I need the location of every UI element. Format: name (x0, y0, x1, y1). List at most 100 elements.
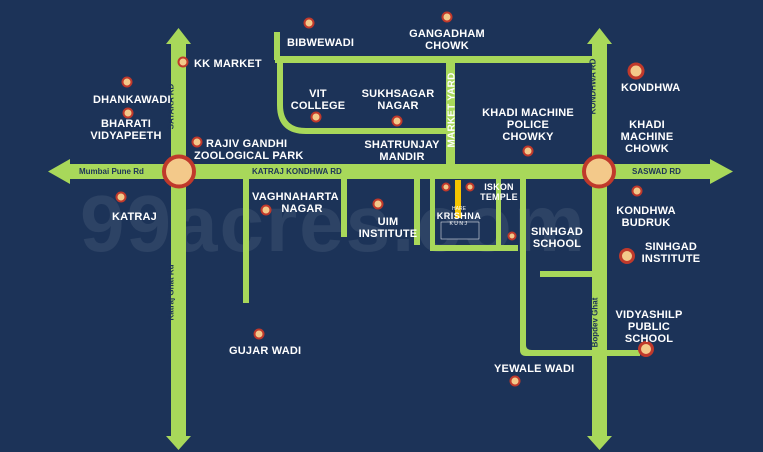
road-arrow-south-right (587, 436, 612, 450)
marker-dhankawadi (121, 76, 133, 88)
label-shatrunjay: SHATRUNJAY MANDIR (362, 139, 442, 163)
label-khadi-police: KHADI MACHINE POLICE CHOWKY (480, 107, 576, 143)
marker-gujar-wadi (253, 328, 265, 340)
label-vidyashilp: VIDYASHILP PUBLIC SCHOOL (609, 309, 689, 345)
label-sinhgad-school-line1: SINHGAD (530, 226, 584, 238)
label-gangadham: GANGADHAM CHOWK (404, 28, 490, 52)
road-label-katraj-kondhwa: KATRAJ KONDHWA RD (252, 167, 342, 176)
junction-kondhwa (582, 154, 616, 189)
marker-rajiv-gandhi (191, 136, 203, 148)
label-vidyashilp-line3: SCHOOL (624, 333, 674, 345)
marker-lane (441, 182, 451, 192)
label-gujar-wadi: GUJAR WADI (229, 345, 302, 357)
project-marker (440, 180, 480, 240)
project-logo: HARE KRISHNA KUNJ (436, 206, 482, 227)
marker-sukhsagar (391, 115, 403, 127)
label-khadi-chowk: KHADI MACHINE CHOWK (612, 119, 682, 155)
vit-college-road (277, 60, 446, 134)
marker-yewale-wadi (509, 375, 521, 387)
lane-2 (430, 179, 435, 251)
label-kk-market: KK MARKET (194, 58, 262, 70)
label-vaghnaharta-line1: VAGHNAHARTA (252, 191, 339, 203)
label-uim-line1: UIM (377, 216, 399, 228)
label-rajiv-line1: RAJIV GANDHI (206, 138, 288, 150)
road-arrow-north-right (587, 28, 612, 44)
market-yard-road (446, 60, 455, 164)
road-arrow-north-left (166, 28, 191, 44)
label-iskon-line2: TEMPLE (480, 192, 518, 202)
marker-uim (372, 198, 384, 210)
road-arrow-south-left (166, 436, 191, 450)
marker-iskon (465, 182, 475, 192)
road-arrow-west (48, 159, 70, 184)
label-vit: VIT COLLEGE (290, 88, 346, 112)
label-vaghnaharta-line2: NAGAR (281, 203, 323, 215)
label-sukhsagar-line2: NAGAR (377, 100, 419, 112)
label-khadi-chowk-line1: KHADI (629, 119, 665, 131)
marker-sinhgad-school (507, 231, 517, 241)
label-gangadham-line1: GANGADHAM (409, 28, 485, 40)
label-shatrunjay-line1: SHATRUNJAY (364, 139, 440, 151)
satara-katraj-ghat-road (171, 42, 186, 436)
label-vit-line2: COLLEGE (290, 100, 346, 112)
label-vaghnaharta: VAGHNAHARTA NAGAR (252, 191, 339, 215)
label-vit-line1: VIT (309, 88, 327, 100)
marker-khadi-police (522, 145, 534, 157)
label-khadi-chowk-line3: CHOWK (625, 143, 669, 155)
label-sinhgad-institute-line2: INSTITUTE (641, 253, 701, 265)
label-kondhwa-budruk-line1: KONDHWA (616, 205, 676, 217)
label-uim: UIM INSTITUTE (352, 216, 424, 240)
label-iskon-line1: ISKON (484, 182, 514, 192)
road-label-katraj-ghat: Katraj Ghat Rd (166, 264, 176, 321)
label-kondhwa: KONDHWA (621, 82, 681, 94)
label-vidyashilp-line2: PUBLIC (627, 321, 671, 333)
junctions (162, 154, 616, 189)
junction-katraj (162, 154, 196, 189)
label-bharati-line1: BHARATI (100, 118, 152, 130)
marker-vidyashilp (638, 341, 654, 357)
label-kondhwa-budruk: KONDHWA BUDRUK (611, 205, 681, 229)
lane-1 (414, 179, 420, 245)
label-sinhgad-school-line2: SCHOOL (532, 238, 582, 250)
label-shatrunjay-line2: MANDIR (379, 151, 425, 163)
marker-bharati (122, 107, 134, 119)
marker-bibwewadi (303, 17, 315, 29)
label-iskon: ISKON TEMPLE (475, 182, 523, 202)
label-sinhgad-institute: SINHGAD INSTITUTE (636, 241, 706, 265)
road-label-market-yard: MARKET YARD (446, 72, 458, 148)
label-sinhgad-school: SINHGAD SCHOOL (527, 226, 587, 250)
bibwewadi-spur (274, 32, 280, 60)
marker-kk-market (177, 56, 189, 68)
label-vidyashilp-line1: VIDYASHILP (615, 309, 683, 321)
label-rajiv-line2: ZOOLOGICAL PARK (194, 150, 304, 162)
road-label-saswad: SASWAD RD (632, 167, 681, 176)
marker-gangadham (441, 11, 453, 23)
label-kondhwa-budruk-line2: BUDRUK (621, 217, 671, 229)
road-label-bopdev-ghat: Bopdev Ghat (590, 297, 600, 348)
project-logo-line2: KRISHNA (436, 211, 482, 221)
label-dhankawadi: DHANKAWADI (93, 94, 171, 106)
marker-vaghnaharta (260, 204, 272, 216)
label-bibwewadi: BIBWEWADI (287, 37, 355, 49)
uim-road (341, 179, 347, 237)
marker-vit (310, 111, 322, 123)
label-sinhgad-institute-line1: SINHGAD (644, 241, 698, 253)
marker-sinhgad-institute (619, 248, 635, 264)
label-katraj: KATRAJ (112, 211, 157, 223)
label-rajiv-gandhi: RAJIV GANDHI ZOOLOGICAL PARK (194, 138, 304, 162)
label-khadi-police-line3: CHOWKY (502, 131, 554, 143)
label-uim-line2: INSTITUTE (358, 228, 418, 240)
vaghnaharta-road (243, 179, 249, 303)
label-sukhsagar: SUKHSAGAR NAGAR (360, 88, 436, 112)
bibwewadi-road (275, 56, 592, 63)
marker-katraj (115, 191, 127, 203)
marker-kondhwa (627, 62, 645, 80)
label-khadi-chowk-line2: MACHINE (620, 131, 674, 143)
label-sukhsagar-line1: SUKHSAGAR (361, 88, 435, 100)
marker-khadi-chowk (631, 185, 643, 197)
label-gangadham-line2: CHOWK (425, 40, 469, 52)
lane-connector (430, 245, 518, 251)
kondhwa-bopdev-road (592, 42, 607, 436)
